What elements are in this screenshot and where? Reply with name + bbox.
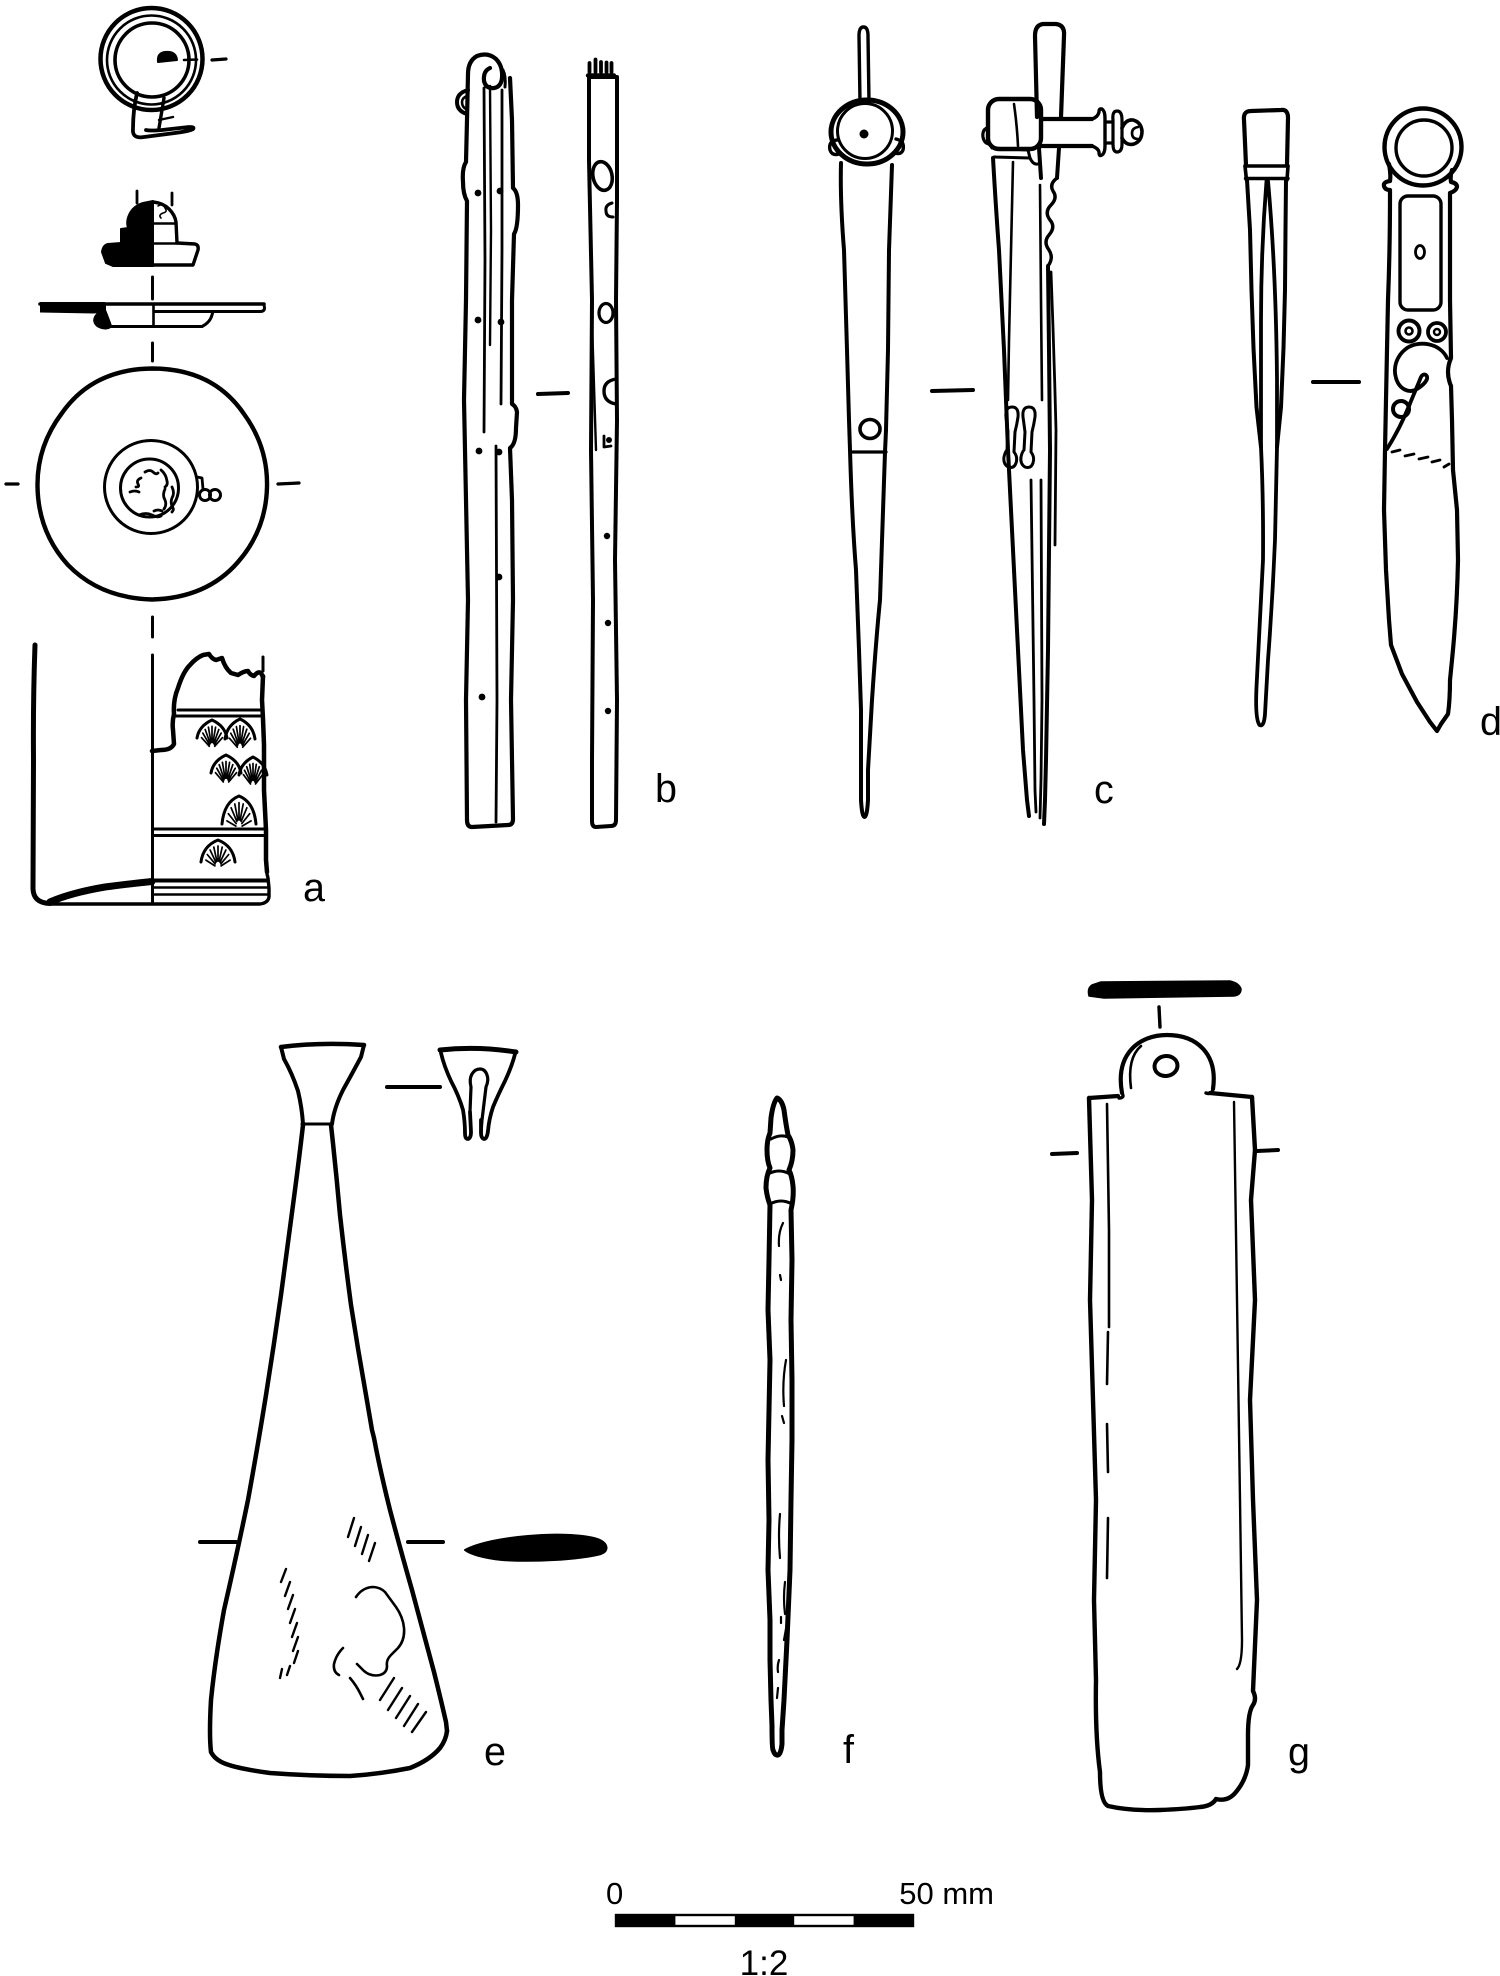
svg-text:a: a [303,866,325,910]
svg-text:f: f [843,1728,855,1772]
svg-text:1:2: 1:2 [740,1944,789,1976]
svg-text:50 mm: 50 mm [899,1876,994,1911]
svg-text:e: e [484,1730,506,1774]
svg-text:b: b [655,767,677,811]
svg-text:c: c [1094,768,1114,812]
svg-text:d: d [1480,700,1500,744]
svg-text:g: g [1288,1730,1310,1774]
svg-text:0: 0 [606,1876,623,1911]
